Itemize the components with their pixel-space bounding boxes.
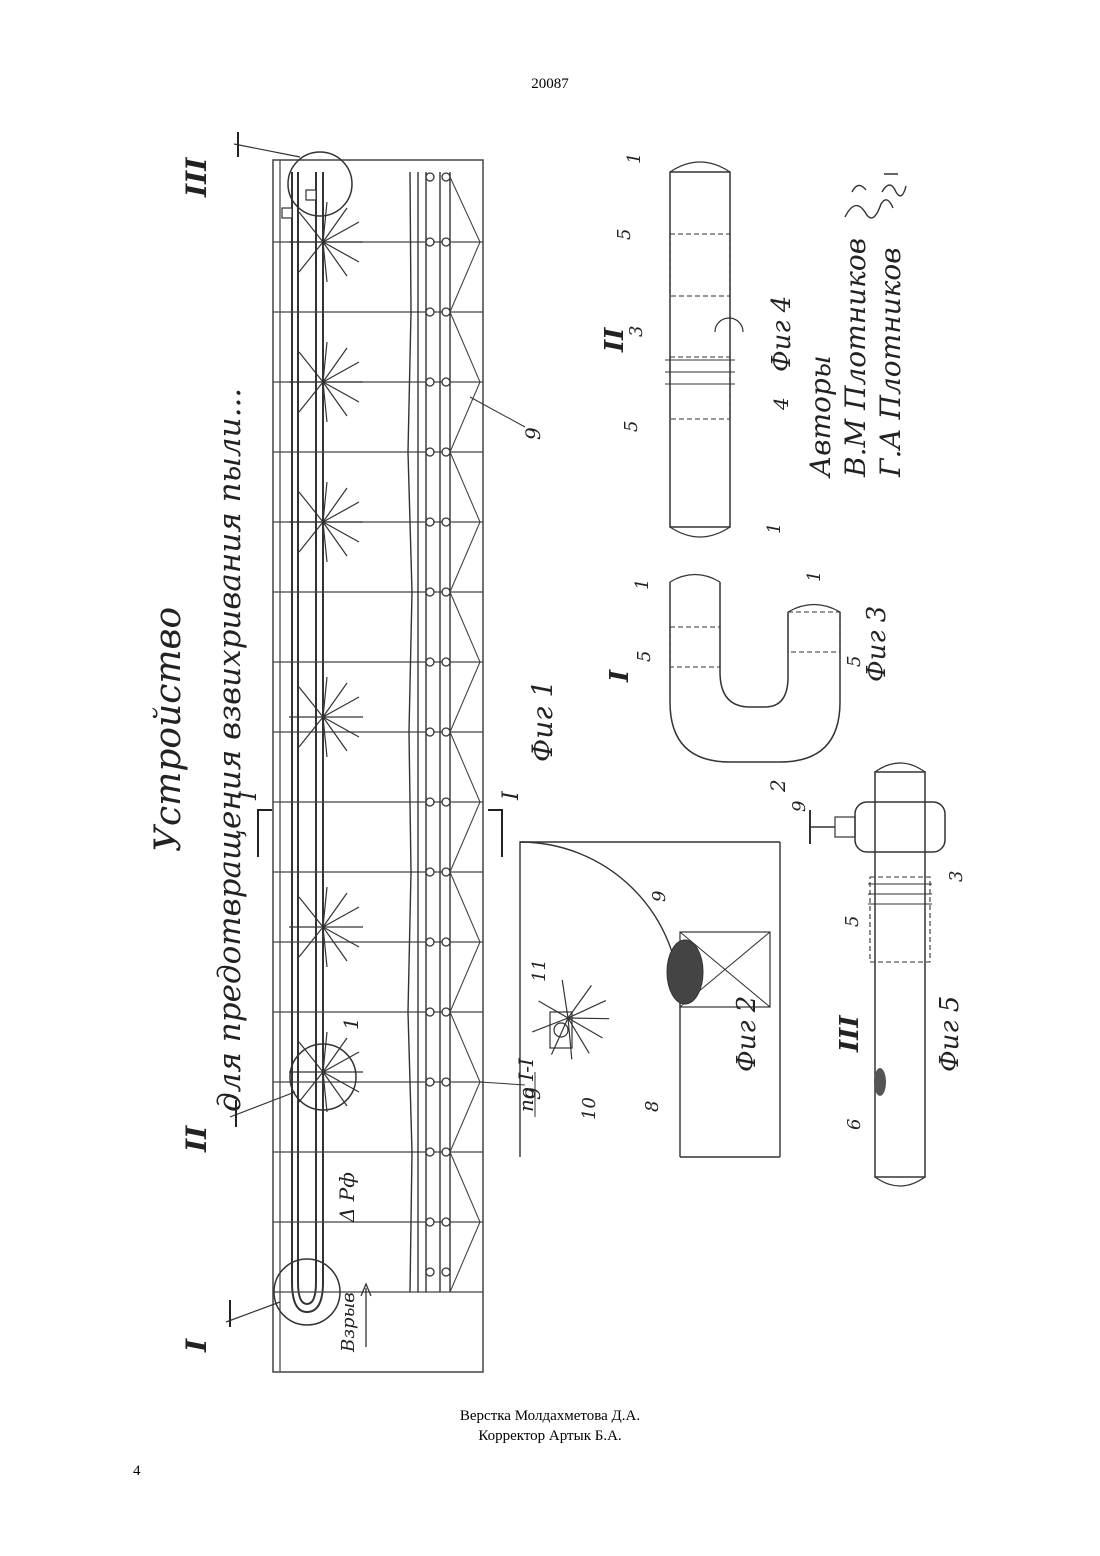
author-1: В.М Плотников	[839, 238, 872, 478]
figure-4-pipe-joint	[665, 162, 743, 537]
fig4-part-1-top: 1	[624, 153, 645, 164]
annotation-pressure: Δ Рф	[335, 1172, 359, 1223]
fig3-part-4-top: 5	[634, 651, 655, 662]
fig2-label: Фиг 2	[732, 996, 762, 1072]
credits: Верстка Молдахметова Д.А. Корректор Арты…	[0, 1406, 1100, 1446]
fig3-section-mark: I	[605, 669, 635, 683]
fig4-part-3: 3	[626, 326, 647, 337]
section-mark-ii-fig1: II	[180, 1125, 213, 1153]
figure-5-valve-pipe	[810, 763, 945, 1186]
page-number: 4	[133, 1463, 141, 1480]
drawing-title-line-2: для предотвращения взвихривания пыли...	[212, 388, 248, 1112]
document-number: 20087	[0, 76, 1100, 93]
fig2-section-mark: по I-I	[514, 1057, 538, 1112]
fig5-part-6: 6	[844, 1119, 865, 1130]
annotation-explosion: Взрыв	[338, 1292, 359, 1353]
author-2: Г.А Плотников	[874, 247, 907, 478]
fig3-part-1-bottom: 1	[804, 571, 825, 582]
fig1-part-9-upper: 9	[521, 427, 545, 440]
section-mark-i-fig1: I	[180, 1338, 213, 1353]
fig4-part-5: 4	[769, 397, 793, 411]
authors-heading: Авторы	[804, 355, 837, 479]
fig4-part-4-bottom: 5	[621, 421, 642, 432]
figure-3-u-bend	[670, 575, 840, 763]
fig4-part-4-top: 5	[614, 229, 635, 240]
fig1-part-1: 1	[339, 1017, 363, 1030]
cut-mark-i-right: I	[499, 790, 524, 801]
corrector-credit: Корректор Артык Б.А.	[0, 1426, 1100, 1446]
drawing-title-line-1: Устройство	[148, 607, 189, 852]
fig4-label: Фиг 4	[767, 296, 797, 372]
fig5-part-9: 9	[789, 801, 810, 812]
fig2-part-9: 9	[649, 891, 670, 902]
fig1-label: Фиг 1	[526, 680, 559, 762]
layout-credit: Верстка Молдахметова Д.А.	[0, 1406, 1100, 1426]
fig2-part-11: 11	[529, 959, 550, 982]
fig5-section-mark: III	[835, 1015, 865, 1053]
fig5-label: Фиг 5	[935, 996, 965, 1072]
fig5-part-3: 3	[946, 871, 967, 882]
fig3-part-2: 2	[766, 779, 790, 793]
section-mark-iii-fig1: III	[180, 157, 213, 198]
fig3-label: Фиг 3	[862, 606, 892, 682]
fig4-part-1-bottom: 1	[764, 523, 785, 534]
fig5-part-4: 5	[842, 916, 863, 927]
author-1-signature	[845, 185, 893, 217]
figure-1-mine-gallery	[226, 132, 525, 1372]
fig2-part-10: 10	[579, 1097, 600, 1120]
fig2-part-8: 8	[642, 1101, 663, 1112]
fig3-part-1-top: 1	[632, 579, 653, 590]
author-2-signature	[882, 174, 906, 196]
patent-drawing-sheet: III II I I I Взрыв Δ Рф 1 9 9 Устройство…	[140, 112, 990, 1400]
